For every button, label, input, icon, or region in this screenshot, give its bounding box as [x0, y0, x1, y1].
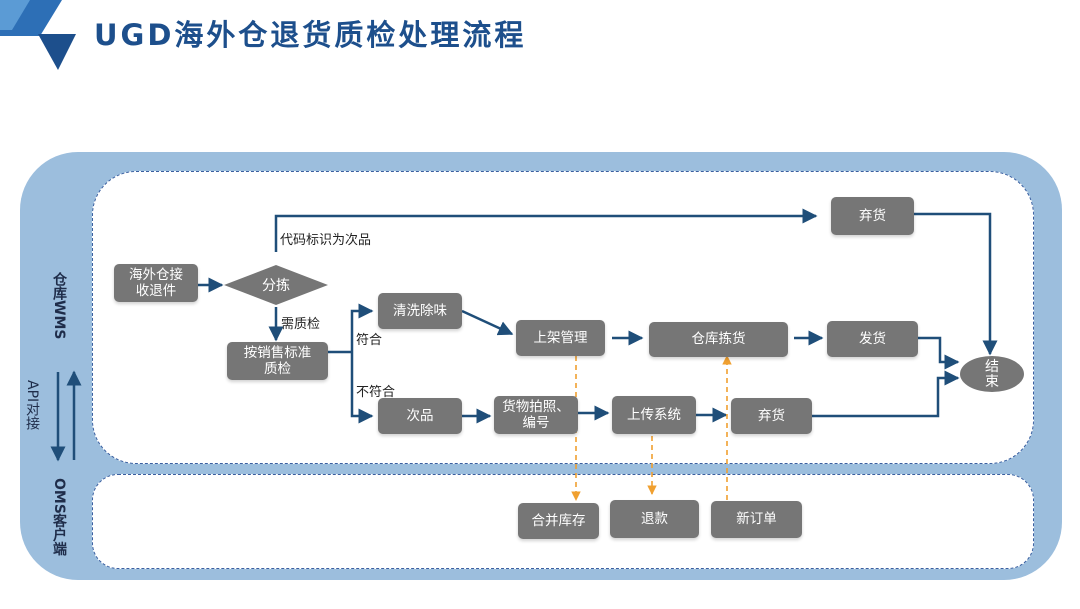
page-title: UGD海外仓退货质检处理流程 — [94, 18, 527, 52]
end-ellipse — [960, 356, 1024, 392]
wms-lane-label: 仓库WMS — [51, 272, 67, 340]
node-receive: 海外仓接 收退件 — [114, 264, 198, 302]
node-clean: 清洗除味 — [378, 293, 462, 329]
edge-label-pass: 符合 — [356, 333, 383, 348]
corner-logo-shape — [0, 0, 80, 72]
node-merge: 合并库存 — [518, 503, 599, 539]
edge-discard-top-end — [914, 212, 998, 356]
edge-inspect-defective — [350, 352, 374, 424]
node-shelve: 上架管理 — [516, 320, 605, 356]
node-new-order: 新订单 — [711, 501, 802, 538]
node-upload: 上传系统 — [612, 396, 696, 434]
edge-ship-end — [918, 336, 960, 370]
node-photo: 货物拍照、 编号 — [494, 396, 578, 434]
oms-lane-label: OMS客户端 — [51, 478, 67, 556]
node-refund: 退款 — [610, 500, 699, 538]
node-discard-bottom: 弃货 — [731, 398, 812, 434]
edge-label-fail: 不符合 — [356, 385, 396, 400]
node-ship: 发货 — [827, 321, 918, 357]
api-lane-label: API对接 — [24, 380, 40, 431]
sort-diamond — [224, 265, 328, 305]
node-discard-top: 弃货 — [831, 197, 914, 235]
edge-clean-shelve — [461, 309, 514, 336]
edge-discard-end — [812, 370, 960, 418]
edge-label-need-inspect: 需质检 — [281, 317, 321, 332]
edge-inspect-clean — [350, 303, 374, 352]
node-inspect: 按销售标准 质检 — [227, 342, 328, 380]
node-end-label: 结 束 — [985, 359, 999, 390]
node-pick: 仓库拣货 — [649, 322, 788, 357]
node-sort-label: 分拣 — [262, 278, 290, 294]
node-defective: 次品 — [378, 398, 462, 434]
edge-sort-discard-top — [274, 208, 818, 252]
edge-label-code-defect: 代码标识为次品 — [280, 233, 372, 248]
